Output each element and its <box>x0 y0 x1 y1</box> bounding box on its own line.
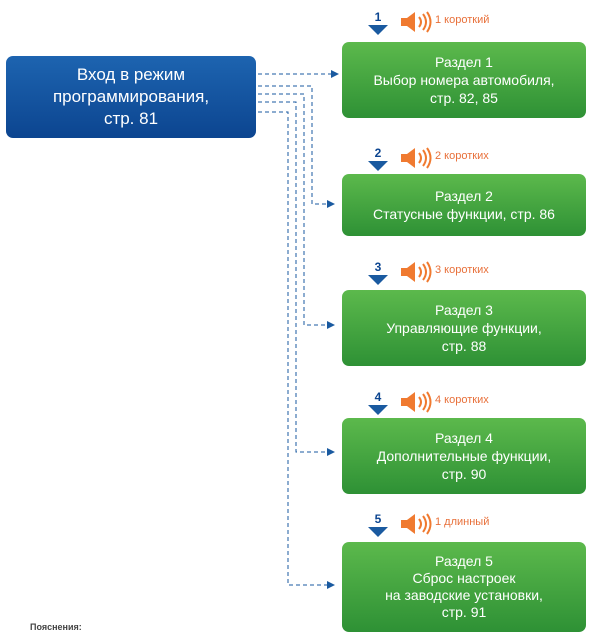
step-number: 5 <box>374 512 382 526</box>
section-4-box: Раздел 4 Дополнительные функции, стр. 90 <box>342 418 586 494</box>
section-desc-line: Выбор номера автомобиля, <box>373 72 555 88</box>
section-desc-line: стр. 90 <box>441 466 487 482</box>
entry-line-3: стр. 81 <box>103 109 159 128</box>
down-arrow-icon <box>368 25 388 35</box>
step-1-indicator: 1 1 короткий <box>367 10 587 36</box>
section-2-box: Раздел 2 Статусные функции, стр. 86 <box>342 174 586 236</box>
step-2-indicator: 2 2 коротких <box>367 146 587 172</box>
down-arrow-icon <box>368 405 388 415</box>
speaker-icon <box>401 391 432 413</box>
section-desc-line: Управляющие функции, <box>386 320 542 336</box>
beep-label: 1 короткий <box>435 14 490 26</box>
down-arrow-icon <box>368 275 388 285</box>
step-number: 1 <box>374 10 382 24</box>
section-1-box: Раздел 1 Выбор номера автомобиля, стр. 8… <box>342 42 586 118</box>
section-title: Раздел 1 <box>435 54 493 70</box>
beep-label: 3 коротких <box>435 264 489 276</box>
step-number: 2 <box>374 146 382 160</box>
section-desc-line: Статусные функции, стр. 86 <box>373 206 555 222</box>
speaker-icon <box>401 147 432 169</box>
speaker-icon <box>401 513 432 535</box>
beep-label: 1 длинный <box>435 516 490 528</box>
section-desc-line: Дополнительные функции, <box>376 448 552 464</box>
connector-3 <box>258 93 335 329</box>
entry-line-1: Вход в режим <box>76 65 186 84</box>
connector-2 <box>258 85 335 208</box>
beep-label: 4 коротких <box>435 394 489 406</box>
section-title: Раздел 5 <box>435 553 493 569</box>
section-desc-line: стр. 82, 85 <box>430 90 498 106</box>
entry-line-2: программирования, <box>52 87 210 106</box>
section-desc-line: стр. 88 <box>441 338 487 354</box>
step-number: 3 <box>374 260 382 274</box>
step-number: 4 <box>374 390 382 404</box>
speaker-icon <box>401 261 432 283</box>
connector-5 <box>258 111 335 589</box>
beep-label: 2 коротких <box>435 150 489 162</box>
section-desc-line: на заводские установки, <box>385 587 543 603</box>
section-desc-line: Сброс настроек <box>412 570 516 586</box>
step-5-indicator: 5 1 длинный <box>367 512 587 538</box>
section-title: Раздел 2 <box>435 188 493 204</box>
down-arrow-icon <box>368 527 388 537</box>
section-5-box: Раздел 5 Сброс настроек на заводские уст… <box>342 542 586 632</box>
down-arrow-icon <box>368 161 388 171</box>
section-title: Раздел 4 <box>435 430 493 446</box>
speaker-icon <box>401 11 432 33</box>
programming-mode-entry-box: Вход в режим программирования, стр. 81 <box>6 56 256 138</box>
connector-4 <box>258 101 335 456</box>
footnote-heading: Пояснения: <box>30 622 82 632</box>
section-desc-line: стр. 91 <box>441 604 487 620</box>
step-3-indicator: 3 3 коротких <box>367 260 587 286</box>
section-3-box: Раздел 3 Управляющие функции, стр. 88 <box>342 290 586 366</box>
section-title: Раздел 3 <box>435 302 493 318</box>
step-4-indicator: 4 4 коротких <box>367 390 587 416</box>
